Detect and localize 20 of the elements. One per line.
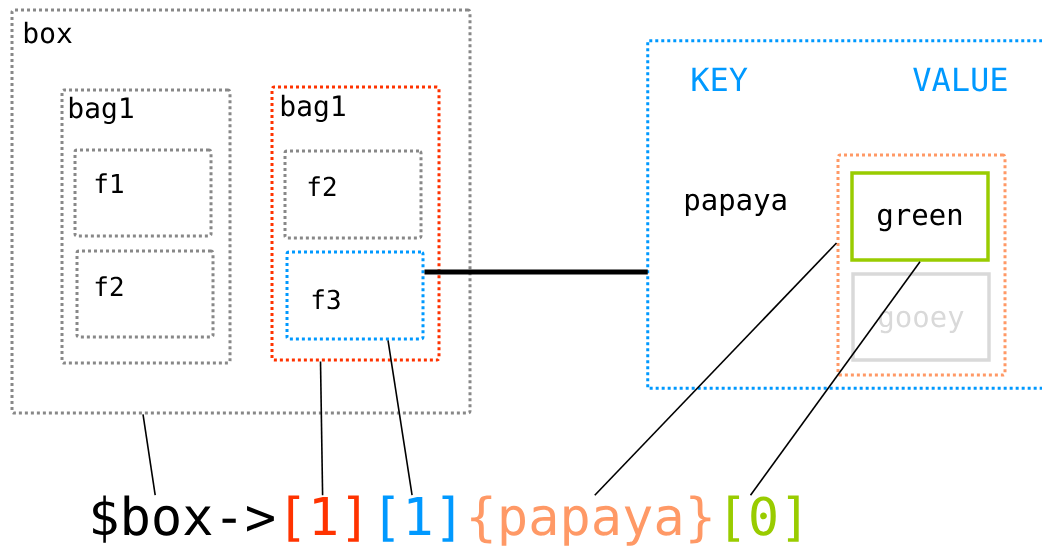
key-text: papaya xyxy=(685,193,786,217)
leader-line xyxy=(387,339,413,497)
field-box: f2 xyxy=(75,249,215,339)
column-heading: VALUE xyxy=(913,67,1007,92)
field-box: f1 xyxy=(73,148,213,238)
expression-part: [0] xyxy=(728,495,799,542)
leader-line xyxy=(319,360,324,497)
value-box: green xyxy=(850,171,990,262)
leader-line xyxy=(424,269,648,275)
expression-part: [1] xyxy=(288,495,359,542)
leader-line xyxy=(594,242,838,497)
expression-part: $box-> xyxy=(93,495,274,543)
leader-line xyxy=(749,260,921,497)
column-heading: KEY xyxy=(692,67,748,91)
array-box xyxy=(836,153,1007,377)
field-box: f3 xyxy=(285,250,425,341)
expression-part: [1] xyxy=(382,495,454,542)
expression-part: {papaya} xyxy=(471,495,711,546)
field-box: f2 xyxy=(283,149,423,240)
leader-line xyxy=(142,413,156,497)
